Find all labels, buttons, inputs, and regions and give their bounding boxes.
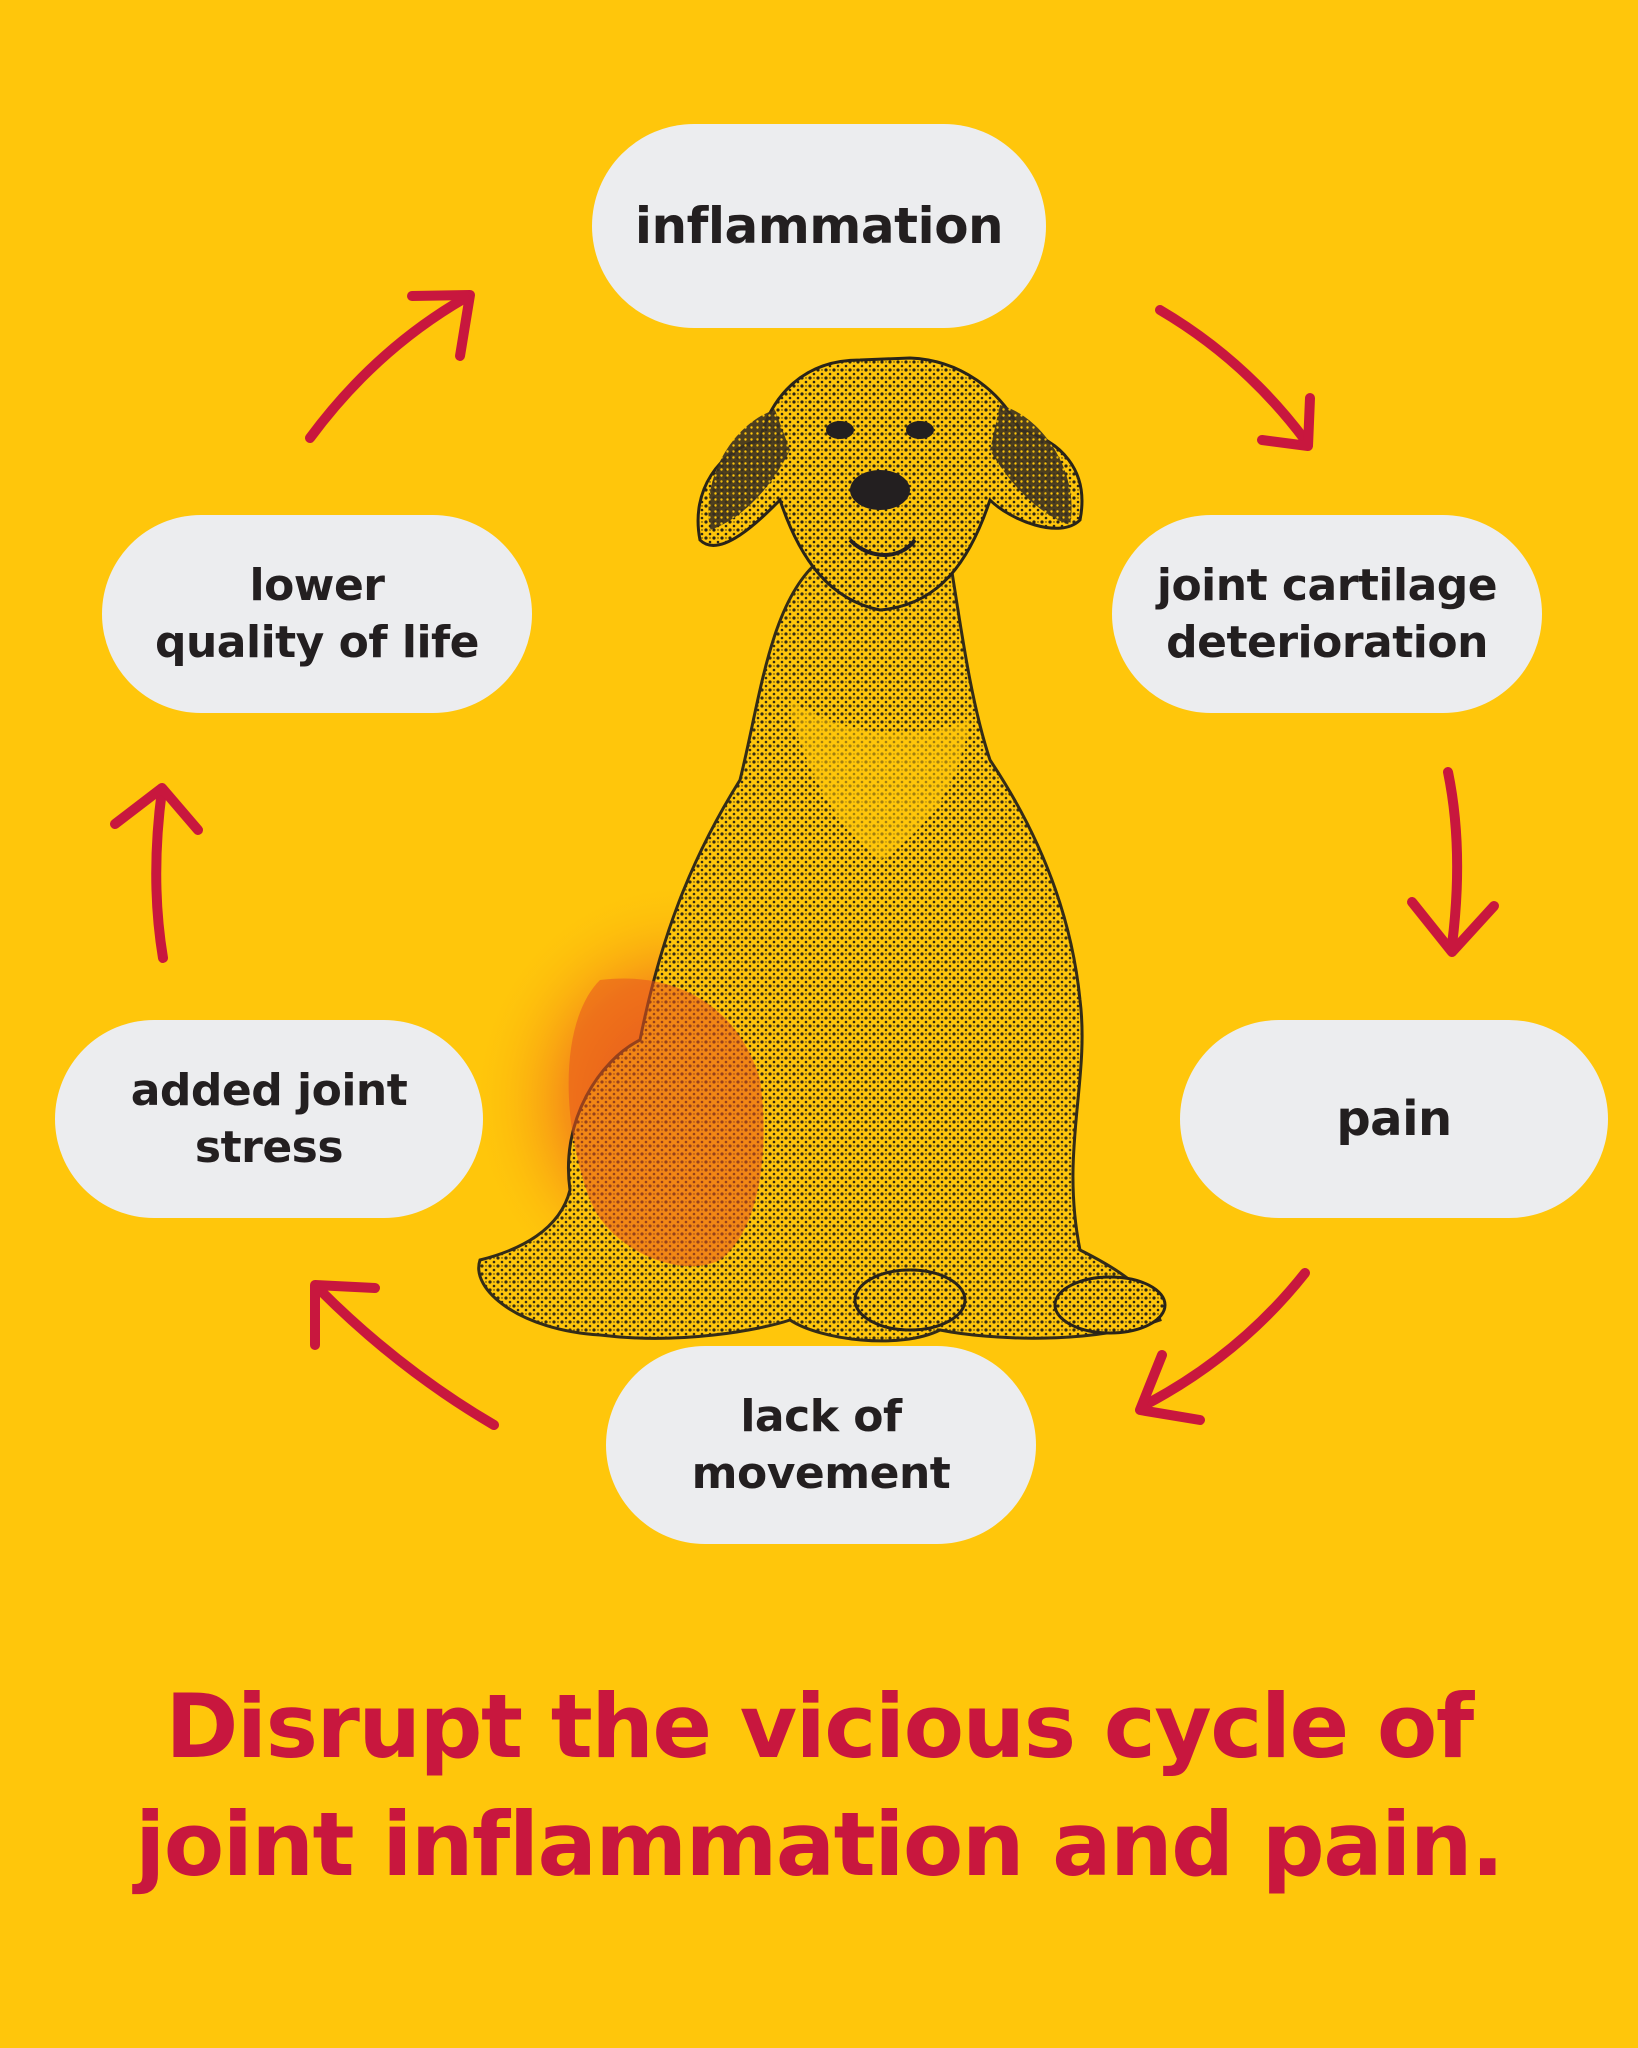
dog-paw-left (853, 1268, 967, 1332)
node-added-joint-stress: added joint stress (55, 1020, 483, 1218)
node-lower-quality-of-life: lower quality of life (102, 515, 532, 713)
node-label: lower quality of life (154, 560, 480, 668)
headline: Disrupt the vicious cycle of joint infla… (135, 1675, 1504, 1896)
node-label: pain (1336, 1090, 1452, 1147)
node-lack-of-movement: lack of movement (606, 1346, 1036, 1544)
node-label: joint cartilage deterioration (1156, 560, 1498, 668)
arrow-stress-to-quality (110, 783, 203, 963)
dog-eye-right (906, 421, 934, 439)
arrow-movement-to-stress (310, 1280, 499, 1430)
dog-hind-leg (568, 978, 764, 1267)
node-pain: pain (1180, 1020, 1608, 1218)
node-label: inflammation (634, 196, 1004, 255)
dog-chest (790, 700, 970, 860)
dog-paw-right (1053, 1275, 1167, 1335)
node-label: added joint stress (130, 1065, 408, 1173)
node-joint-cartilage-deterioration: joint cartilage deterioration (1112, 515, 1542, 713)
arrow-cartilage-to-pain (1407, 767, 1499, 957)
dog-ear-left (708, 410, 790, 530)
node-inflammation: inflammation (592, 124, 1046, 328)
arrow-pain-to-movement (1135, 1268, 1310, 1425)
dog-ear-right (990, 405, 1072, 525)
arrow-inflammation-to-cartilage (1155, 305, 1315, 451)
dog-mouth (848, 538, 917, 557)
dog-eye-left (826, 421, 854, 439)
arrow-quality-to-inflammation (305, 290, 475, 443)
dog-nose (850, 470, 910, 510)
node-label: lack of movement (691, 1391, 951, 1499)
